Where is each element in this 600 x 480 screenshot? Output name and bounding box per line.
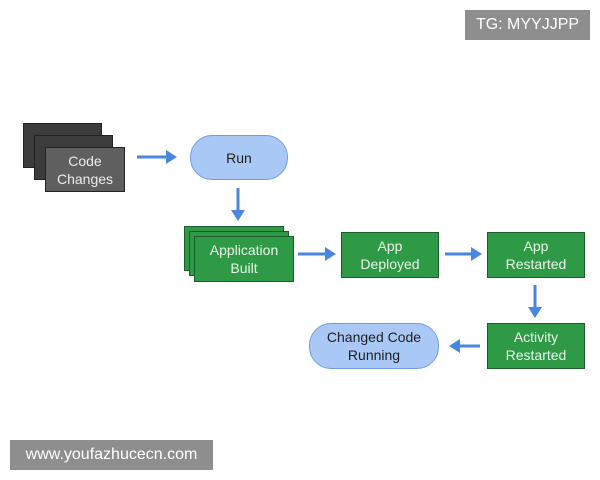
app-deployed-node: App Deployed: [341, 232, 439, 278]
app-restarted-node: App Restarted: [487, 232, 585, 278]
arrowhead-code-to-run: [166, 150, 177, 164]
arrowhead-activity-to-running: [449, 339, 460, 353]
watermark-bottom: www.youfazhucecn.com: [10, 440, 213, 470]
application-built-node: Application Built: [194, 236, 294, 282]
activity-restarted-node: Activity Restarted: [487, 323, 585, 369]
watermark-top: TG: MYYJJPP: [465, 10, 590, 40]
code-changes-node: Code Changes: [45, 147, 125, 192]
run-node: Run: [190, 135, 288, 180]
arrowhead-deployed-to-restarted: [471, 247, 482, 261]
arrowhead-built-to-deployed: [325, 247, 336, 261]
changed-code-running-node: Changed Code Running: [309, 323, 439, 369]
arrowhead-run-to-built: [231, 210, 245, 221]
arrowhead-restarted-to-activity: [528, 307, 542, 318]
